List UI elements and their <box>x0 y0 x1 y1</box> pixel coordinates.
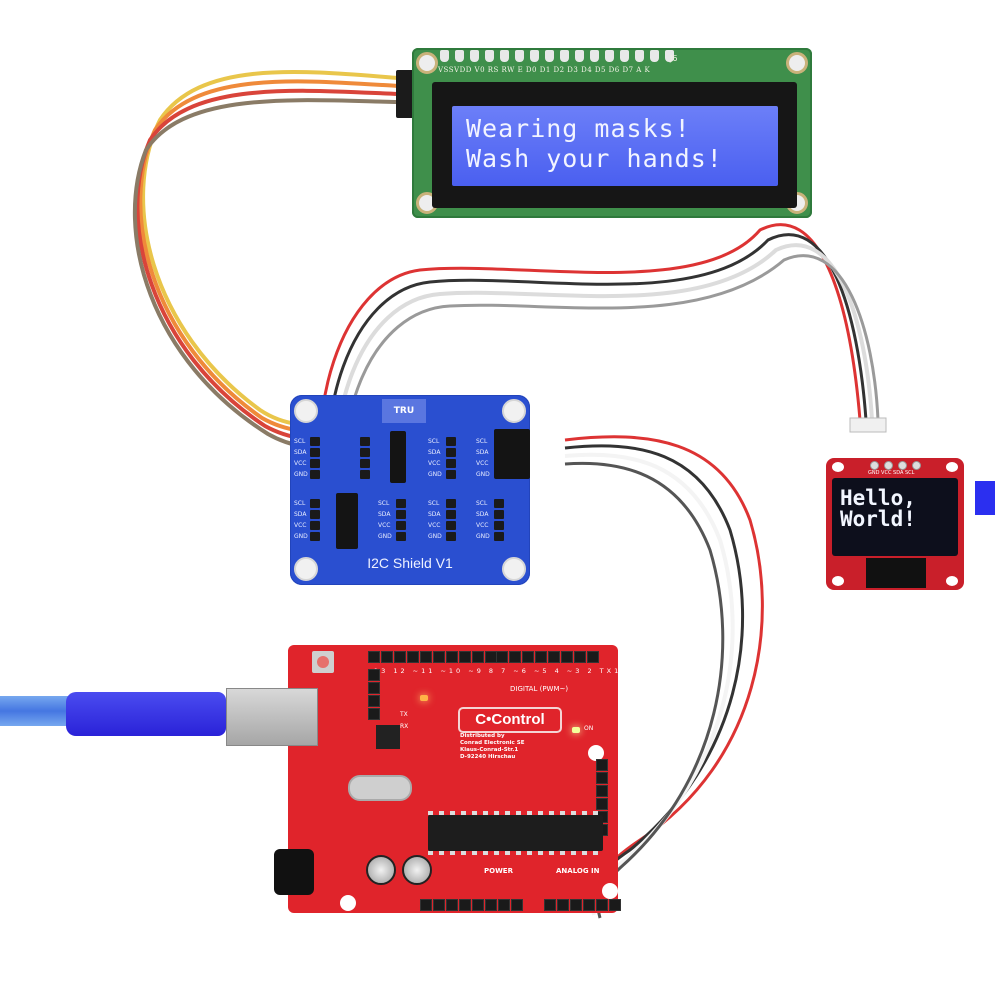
lcd-screen: Wearing masks! Wash your hands! <box>452 106 778 186</box>
mount-hole <box>588 745 604 761</box>
header-label: J6 <box>670 54 678 63</box>
mount-hole <box>416 52 438 74</box>
lcd-pin-header <box>440 50 674 62</box>
usb-interface-chip <box>376 725 400 749</box>
usb-plug-boot <box>66 692 226 736</box>
digital-header-low <box>496 651 599 663</box>
mount-hole <box>832 462 844 472</box>
oled-line-2: World! <box>840 507 916 531</box>
shield-title: I2C Shield V1 <box>367 555 453 571</box>
mount-hole <box>502 557 526 581</box>
crystal-oscillator <box>348 775 412 801</box>
mount-hole <box>602 883 618 899</box>
mount-hole <box>946 462 958 472</box>
oled-line-1: Hello, <box>840 486 916 510</box>
board-brand: C•Control <box>458 707 562 733</box>
i2c-header <box>446 499 456 541</box>
oled-screen: Hello, World! <box>832 478 958 556</box>
i2c-header-right-angle <box>494 499 504 541</box>
blue-square-marker <box>975 481 995 515</box>
reset-button[interactable] <box>312 651 334 673</box>
arduino-board: 13 12 ~11 ~10 ~9 8 7 ~6 ~5 4 ~3 2 TX1 RX… <box>274 645 645 913</box>
lcd-bezel: Wearing masks! Wash your hands! <box>432 82 797 208</box>
capacitor <box>402 855 432 885</box>
distributor-text: Distributed by Conrad Electronic SE Klau… <box>460 733 525 760</box>
led-on <box>572 727 580 733</box>
mount-hole <box>786 52 808 74</box>
i2c-header <box>310 437 320 479</box>
mount-hole <box>946 576 958 586</box>
lcd-pin-labels: VSSVDD V0 RS RW E D0 D1 D2 D3 D4 D5 D6 D… <box>438 66 651 74</box>
lcd-line-2: Wash your hands! <box>466 144 723 173</box>
power-header <box>420 899 523 911</box>
i2c-header <box>446 437 456 479</box>
analog-header <box>544 899 621 911</box>
on-label: ON <box>584 725 594 732</box>
digital-label: DIGITAL (PWM~) <box>510 685 569 693</box>
analog-label: ANALOG IN <box>556 867 600 875</box>
mount-hole <box>294 399 318 423</box>
i2c-header <box>310 499 320 541</box>
i2c-header <box>396 499 406 541</box>
oled-module: GND VCC SDA SCL Hello, World! <box>826 458 964 590</box>
dc-power-jack <box>274 849 314 895</box>
usb-b-connector <box>226 688 318 746</box>
dupont-connector <box>494 429 530 479</box>
oled-flex-cable <box>866 558 926 588</box>
icsp-header <box>368 669 392 720</box>
lcd-line-1: Wearing masks! <box>466 114 691 143</box>
mount-hole <box>340 895 356 911</box>
shield-logo: TRU <box>382 399 426 423</box>
capacitor <box>366 855 396 885</box>
mount-hole <box>832 576 844 586</box>
led-l <box>420 695 428 701</box>
oled-pin-pads <box>870 461 921 470</box>
dupont-connector <box>336 493 358 549</box>
digital-pin-numbers: 13 12 ~11 ~10 ~9 8 7 ~6 ~5 4 ~3 2 TX1 RX… <box>374 667 649 675</box>
dupont-connector <box>390 431 406 483</box>
lcd-i2c-connector <box>396 70 414 118</box>
lcd-module: J6 VSSVDD V0 RS RW E D0 D1 D2 D3 D4 D5 D… <box>412 48 812 218</box>
atmega-microcontroller <box>428 811 603 855</box>
i2c-header <box>360 437 370 479</box>
mount-hole <box>502 399 526 423</box>
digital-header-high <box>368 651 497 663</box>
mount-hole <box>294 557 318 581</box>
oled-pin-labels: GND VCC SDA SCL <box>868 470 915 476</box>
power-label: POWER <box>484 867 513 875</box>
